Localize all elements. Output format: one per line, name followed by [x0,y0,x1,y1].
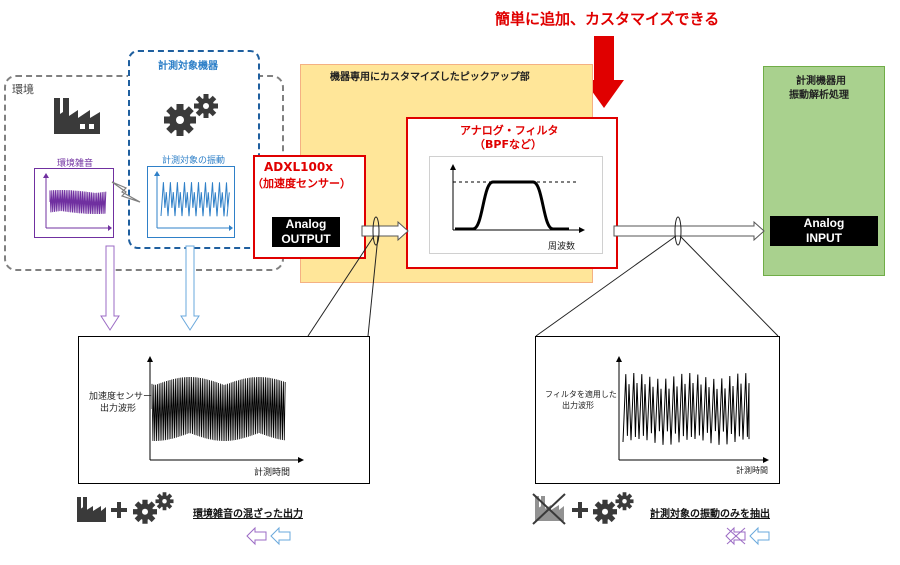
left-caption-arrows [246,526,291,546]
lightning-icon [111,181,141,203]
right-output-waveform [616,356,769,463]
analog-input-line2: INPUT [806,231,842,245]
filter-response [450,164,585,233]
left-plot-ylabel-line1: 加速度センサー [89,392,153,402]
plus-icon [111,502,127,518]
right-caption: 計測対象の振動のみを抽出 [650,509,770,520]
factory-icon [54,98,100,134]
plus-icon-right [572,502,588,518]
noise-down-arrow [100,245,120,331]
gear-icon-small-right [593,492,634,524]
filter-subtitle: （BPFなど） [474,138,542,151]
gear-icon [164,94,218,136]
vibration-down-arrow [180,245,200,331]
analog-input-box: Analog INPUT [770,216,878,246]
left-plot-ylabel-line2: 出力波形 [100,404,137,414]
filter-xaxis-label: 周波数 [548,242,576,252]
left-output-plot [78,336,370,484]
right-caption-arrows [725,526,770,546]
left-caption: 環境雑音の混ざった出力 [193,509,303,520]
instrument-title-line1: 計測機器用 [796,76,846,87]
pickup-section-label: 機器専用にカスタマイズしたピックアップ部 [330,72,530,83]
analog-output-line1: Analog [285,217,327,231]
analog-input-line1: Analog [803,216,845,230]
vibration-label: 計測対象の振動 [162,156,226,166]
sensor-subtitle: （加速度センサー） [252,177,351,190]
red-down-arrow [584,36,624,108]
environment-label: 環境 [12,83,34,96]
sensor-name: ADXL100x [264,160,333,174]
instrument-title-line2: 振動解析処理 [789,90,849,101]
target-device-label: 計測対象機器 [158,61,218,72]
gear-icon-small [133,492,174,524]
factory-crossed-icon [532,493,566,525]
left-output-waveform [147,356,304,463]
right-plot-ylabel-line2: 出力波形 [562,401,594,410]
vibration-waveform [154,171,233,231]
left-plot-xlabel: 計測時間 [254,468,291,478]
noise-label: 環境雑音 [57,159,94,169]
analog-output-line2: OUTPUT [281,232,331,246]
right-plot-ylabel-line1: フィルタを適用した [545,390,617,399]
headline: 簡単に追加、カスタマイズできる [495,10,720,28]
filter-title: アナログ・フィルタ [460,124,559,137]
analog-output-box: Analog OUTPUT [272,217,340,247]
right-plot-xlabel: 計測時間 [736,466,768,475]
filter-plot-frame [429,156,603,254]
noise-waveform [43,173,112,231]
factory-icon-small [77,497,106,522]
